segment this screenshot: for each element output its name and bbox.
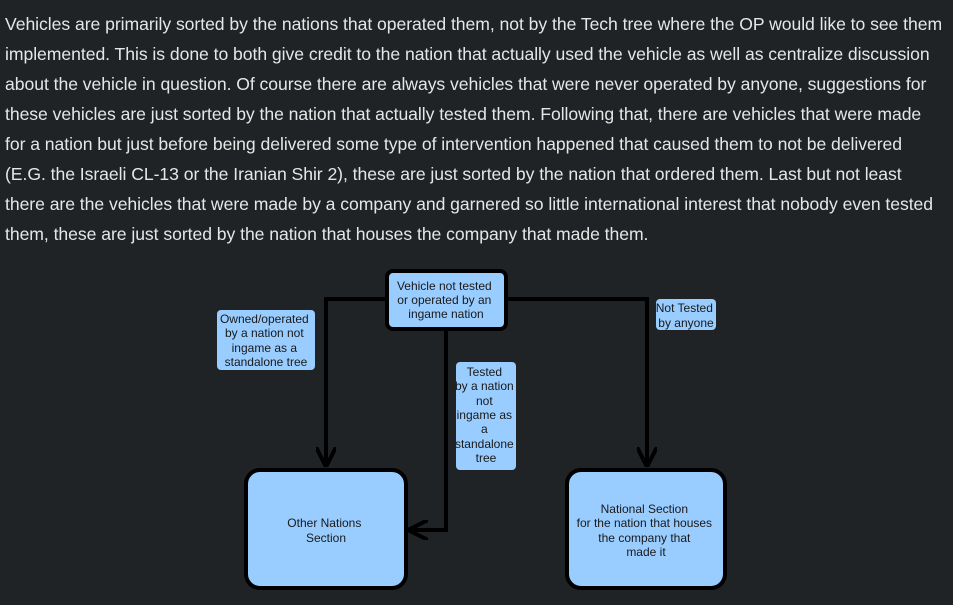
other-nations-node-box — [244, 468, 408, 590]
connector-root-to-right — [506, 297, 647, 465]
edge-label-middle-text: Tested by a nation not ingame as a stand… — [455, 365, 517, 465]
root-node-box — [385, 269, 508, 331]
national-section-node-text: National Section for the nation that hou… — [577, 502, 716, 559]
edge-label-right-box — [656, 299, 716, 330]
explanation-paragraph: Vehicles are primarily sorted by the nat… — [5, 14, 943, 244]
edge-label-left-text: Owned/operated by a nation not ingame as… — [220, 312, 312, 369]
national-section-node-box — [565, 468, 727, 590]
other-nations-node-text: Other Nations Section — [287, 516, 364, 545]
root-node-text: Vehicle not tested or operated by an ing… — [397, 279, 495, 321]
edge-label-middle-box — [456, 362, 516, 470]
edge-label-right-text: Not Tested by anyone — [656, 301, 717, 330]
edge-label-left-box — [217, 310, 315, 370]
connector-root-to-left — [326, 297, 387, 465]
connector-root-to-left-node — [410, 330, 448, 530]
